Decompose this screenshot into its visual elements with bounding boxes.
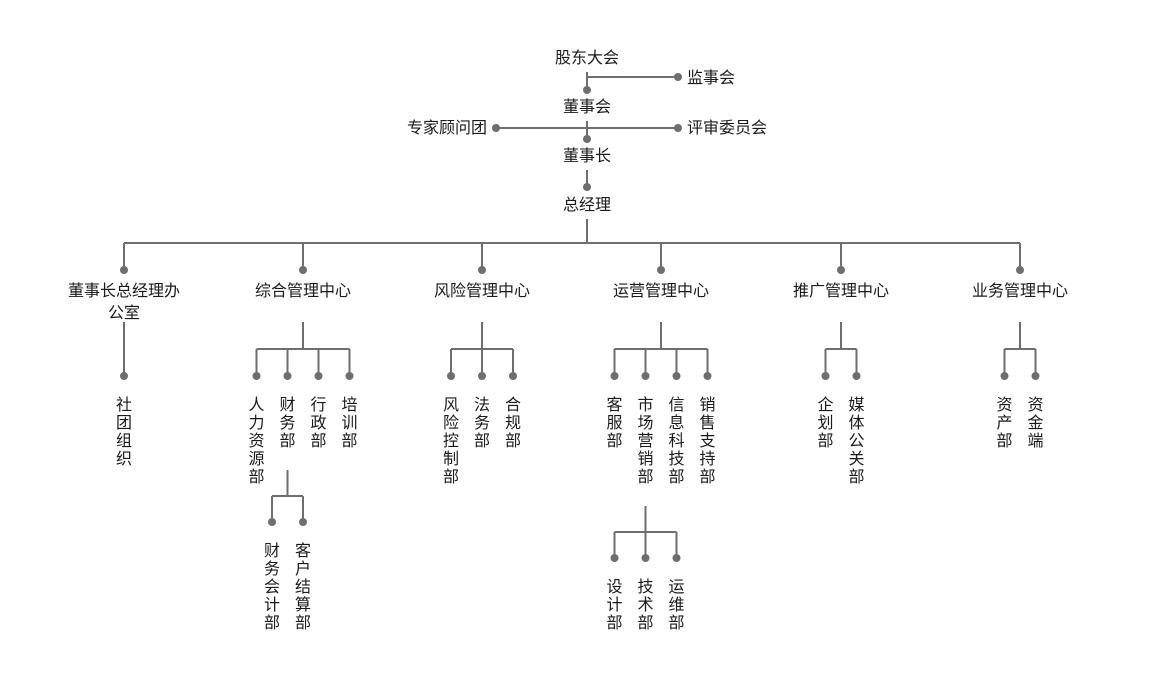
dept-label: 资金端	[1027, 395, 1043, 450]
dept-dot	[852, 372, 861, 380]
subdept-label: 技术部	[637, 577, 653, 632]
dept-label: 客服部	[606, 395, 622, 450]
center-dot	[1016, 266, 1024, 274]
center-dot	[837, 266, 845, 274]
dept-label: 法务部	[474, 395, 490, 450]
connector-dot	[674, 73, 682, 81]
node-review-committee: 评审委员会	[687, 118, 767, 137]
subdept-label: 设计部	[606, 577, 622, 632]
dept-dot	[120, 372, 128, 380]
dept-dot	[641, 372, 650, 380]
dept-label: 人力资源部	[248, 395, 264, 486]
subdept-dot	[610, 554, 619, 562]
dept-label: 市场营销部	[637, 395, 653, 486]
subdept-dot	[641, 554, 650, 562]
dept-label: 合规部	[505, 395, 521, 450]
dept-label: 行政部	[310, 395, 326, 450]
center-label: 董事长总经理办	[68, 281, 180, 300]
dept-dot	[314, 372, 323, 380]
center-label: 业务管理中心	[972, 281, 1068, 300]
dept-dot	[478, 372, 486, 380]
subdept-dot	[672, 554, 681, 562]
node-general-manager: 总经理	[563, 195, 611, 214]
dept-label: 社团组织	[116, 395, 132, 468]
center-dot	[299, 266, 307, 274]
center-label: 风险管理中心	[434, 281, 530, 300]
subdept-label: 财务会计部	[264, 541, 280, 632]
dept-dot	[821, 372, 830, 380]
subdept-label: 运维部	[668, 577, 684, 632]
dept-dot	[252, 372, 261, 380]
connector-lines	[123, 72, 1037, 558]
subdept-dot	[299, 518, 307, 526]
node-shareholders: 股东大会	[555, 48, 619, 67]
center-label: 公室	[108, 303, 140, 322]
dept-dot	[283, 372, 292, 380]
dept-label: 财务部	[279, 395, 295, 450]
dept-label: 风险控制部	[443, 395, 459, 486]
node-chairman: 董事长	[563, 146, 611, 165]
dept-label: 媒体公关部	[848, 395, 864, 486]
connector-dots	[120, 73, 1040, 562]
dept-dot	[610, 372, 619, 380]
dept-label: 信息科技部	[668, 395, 684, 486]
dept-dot	[345, 372, 354, 380]
connector-dot	[674, 124, 682, 132]
connector-dot	[583, 183, 591, 191]
dept-label: 企划部	[817, 395, 833, 450]
center-dot	[120, 266, 128, 274]
dept-label: 销售支持部	[699, 395, 715, 486]
connector-dot	[492, 124, 500, 132]
subdept-dot	[268, 518, 276, 526]
dept-dot	[703, 372, 712, 380]
connector-dot	[583, 86, 591, 94]
subdept-label: 客户结算部	[295, 541, 311, 632]
dept-dot	[1031, 372, 1040, 380]
node-board: 董事会	[563, 97, 611, 116]
center-label: 推广管理中心	[793, 281, 889, 300]
node-experts: 专家顾问团	[407, 118, 487, 137]
center-dot	[657, 266, 665, 274]
dept-dot	[447, 372, 455, 380]
dept-dot	[509, 372, 517, 380]
connector-dot	[583, 135, 591, 143]
node-supervisors: 监事会	[687, 68, 735, 87]
center-dot	[478, 266, 486, 274]
dept-dot	[672, 372, 681, 380]
center-label: 运营管理中心	[613, 281, 709, 300]
dept-dot	[1000, 372, 1009, 380]
center-label: 综合管理中心	[255, 281, 351, 300]
dept-label: 培训部	[341, 395, 357, 450]
dept-label: 资产部	[996, 395, 1012, 450]
